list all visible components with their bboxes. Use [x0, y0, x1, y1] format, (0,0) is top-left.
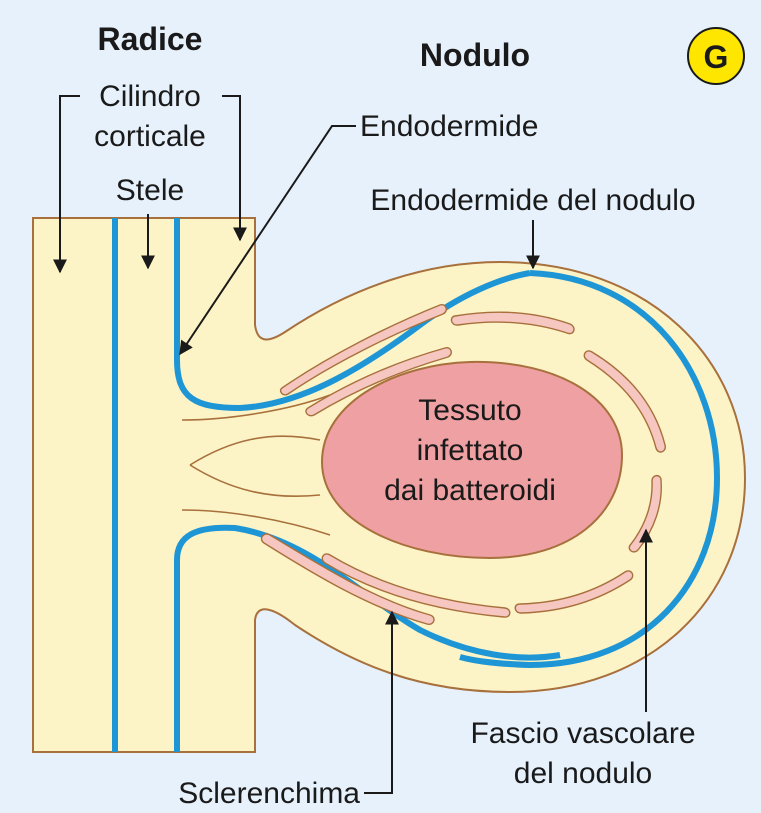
- label-cortex-line2: corticale: [94, 120, 206, 153]
- label-infected-line1: Tessuto: [418, 394, 521, 427]
- heading-root: Radice: [98, 21, 203, 57]
- label-cortex-line1: Cilindro: [99, 80, 201, 113]
- label-stele: Stele: [116, 174, 184, 207]
- label-nodule-endodermis: Endodermide del nodulo: [370, 184, 695, 217]
- label-infected-line2: infettato: [417, 434, 524, 467]
- label-infected-line3: dai batteroidi: [384, 474, 556, 507]
- label-sclerenchyma: Sclerenchima: [178, 777, 360, 810]
- label-vascular-line1: Fascio vascolare: [470, 717, 695, 750]
- heading-nodule: Nodulo: [420, 37, 530, 73]
- label-vascular-line2: del nodulo: [514, 757, 652, 790]
- badge-letter: G: [704, 39, 729, 75]
- label-endodermis: Endodermide: [360, 110, 538, 143]
